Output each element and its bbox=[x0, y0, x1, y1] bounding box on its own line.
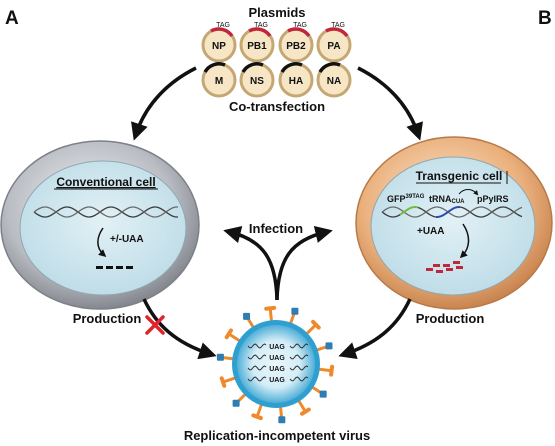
transgenic-cell: Transgenic cell GFP39TAG tRNACUA pPylRS … bbox=[355, 136, 553, 310]
transgenic-uaa-label: +UAA bbox=[417, 226, 445, 237]
plasmid-np: TAG NP bbox=[201, 22, 237, 63]
plasmid-pb2: TAG PB2 bbox=[278, 22, 314, 63]
panel-letter-b: B bbox=[538, 8, 552, 29]
infection-arrow-right bbox=[275, 225, 333, 301]
plasmid-grid: TAG NP TAG PB1 TAG PB2 TAG PA M NS HA NA bbox=[201, 22, 352, 98]
plasmid-na: NA bbox=[316, 62, 352, 98]
pylrs-label: pPylRS bbox=[477, 194, 509, 204]
plasmid-label: PB1 bbox=[247, 41, 267, 52]
uag-codon-label: UAG bbox=[269, 377, 285, 384]
infection-arrow-left bbox=[223, 226, 279, 301]
plasmid-label: M bbox=[215, 76, 223, 87]
conventional-translation-arrow bbox=[97, 227, 107, 257]
plasmids-title: Plasmids bbox=[248, 5, 305, 20]
virus-rna-strands: UAG UAG UAG UAG bbox=[247, 343, 309, 384]
conventional-dna-helix bbox=[33, 206, 179, 218]
blocked-cross-icon bbox=[145, 315, 165, 335]
plasmid-ha: HA bbox=[278, 62, 314, 98]
plasmid-m: M bbox=[201, 62, 237, 98]
plasmid-label: NA bbox=[327, 76, 341, 87]
full-length-protein-fragments bbox=[426, 261, 463, 273]
plasmid-pb1: TAG PB1 bbox=[239, 22, 275, 63]
plasmid-label: HA bbox=[289, 76, 303, 87]
plasmid-label: PB2 bbox=[286, 41, 306, 52]
plasmid-tag-label: TAG bbox=[216, 22, 230, 29]
plasmid-ns: NS bbox=[239, 62, 275, 98]
production-arrow-left bbox=[142, 298, 217, 360]
conventional-uaa-label: +/-UAA bbox=[110, 234, 144, 245]
transgenic-dna-helix bbox=[381, 206, 523, 218]
arrow-to-conventional-cell bbox=[131, 66, 197, 141]
trna-pylrs-link-arrow bbox=[458, 189, 479, 196]
transgenic-translation-arrow bbox=[459, 223, 470, 259]
plasmid-pa: TAG PA bbox=[316, 22, 352, 63]
plasmid-label: NS bbox=[250, 76, 264, 87]
truncated-protein-fragments bbox=[96, 266, 133, 269]
plasmid-tag-label: TAG bbox=[254, 22, 268, 29]
uag-codon-label: UAG bbox=[269, 366, 285, 373]
production-label-left: Production bbox=[73, 311, 142, 326]
plasmid-label: PA bbox=[327, 41, 340, 52]
production-label-right: Production bbox=[416, 311, 485, 326]
panel-letter-a: A bbox=[5, 8, 19, 29]
plasmid-tag-label: TAG bbox=[331, 22, 345, 29]
virus-particle: UAG UAG UAG UAG bbox=[216, 305, 335, 424]
plasmid-tag-label: TAG bbox=[293, 22, 307, 29]
conventional-cell-title: Conventional cell bbox=[56, 175, 155, 189]
transgenic-cell-title: Transgenic cell bbox=[416, 169, 503, 183]
production-arrow-right bbox=[338, 298, 412, 359]
co-transfection-caption: Co-transfection bbox=[229, 99, 325, 114]
infection-label: Infection bbox=[249, 221, 303, 236]
uag-codon-label: UAG bbox=[269, 355, 285, 362]
uag-codon-label: UAG bbox=[269, 344, 285, 351]
trna-label: tRNACUA bbox=[429, 194, 465, 205]
plasmid-label: NP bbox=[212, 41, 226, 52]
arrow-to-transgenic-cell bbox=[357, 66, 423, 141]
conventional-cell: Conventional cell +/-UAA bbox=[0, 140, 200, 310]
virus-caption: Replication-incompetent virus bbox=[184, 428, 370, 443]
gfp-label: GFP39TAG bbox=[387, 194, 425, 204]
